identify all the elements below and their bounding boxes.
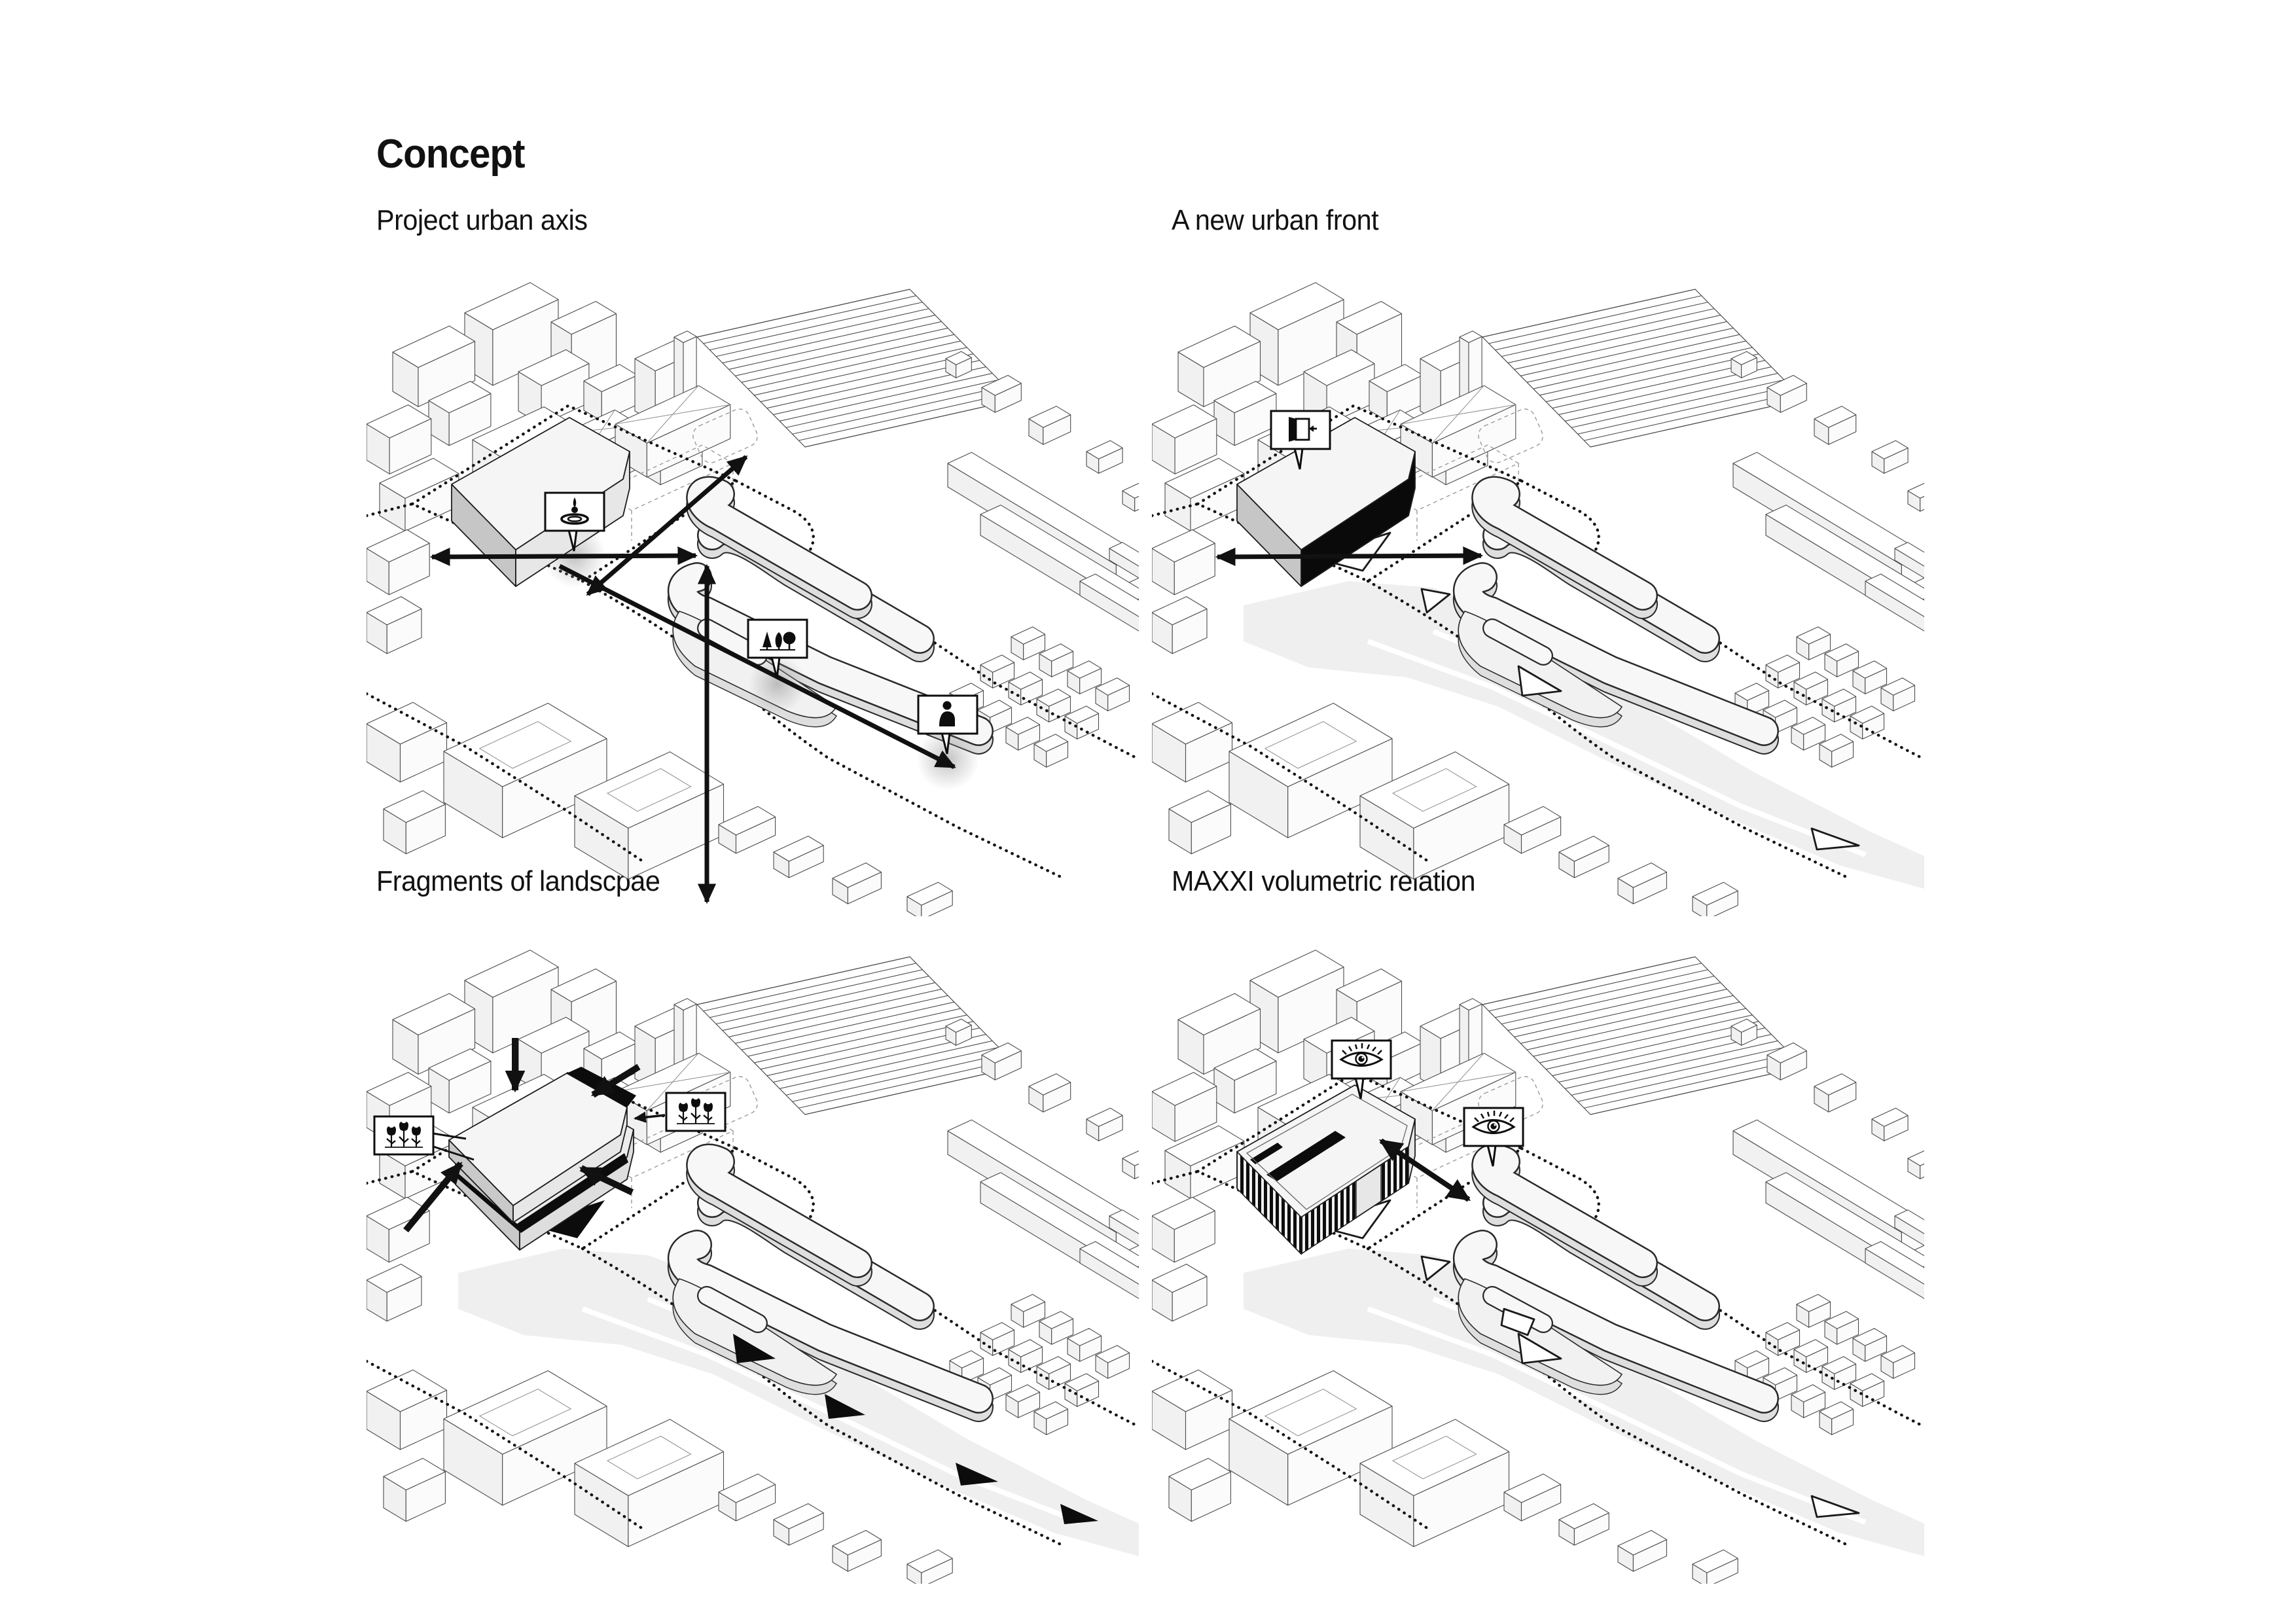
axis-arrows — [429, 455, 956, 904]
diagram-fragments-of-landscape — [367, 950, 1139, 1584]
sight-arrow — [1378, 1138, 1471, 1202]
diagram-project-urban-axis — [367, 282, 1139, 916]
panel-label-a-new-urban-front: A new urban front — [1172, 204, 1379, 236]
proposed-building-stacked-slabs — [448, 1067, 636, 1251]
garden-callout-right — [665, 1092, 726, 1132]
axis-arrows — [1215, 546, 1484, 567]
garden-callout-left — [373, 1115, 435, 1156]
city-context — [367, 282, 1139, 916]
page-title: Concept — [376, 132, 525, 177]
panel-label-fragments-of-landscape: Fragments of landscpae — [376, 865, 660, 897]
diagram-a-new-urban-front — [1152, 282, 1924, 916]
diagram-maxxi-volumetric-relation — [1152, 950, 1924, 1584]
panel-label-project-urban-axis: Project urban axis — [376, 204, 588, 236]
converging-arrows — [403, 1038, 666, 1233]
